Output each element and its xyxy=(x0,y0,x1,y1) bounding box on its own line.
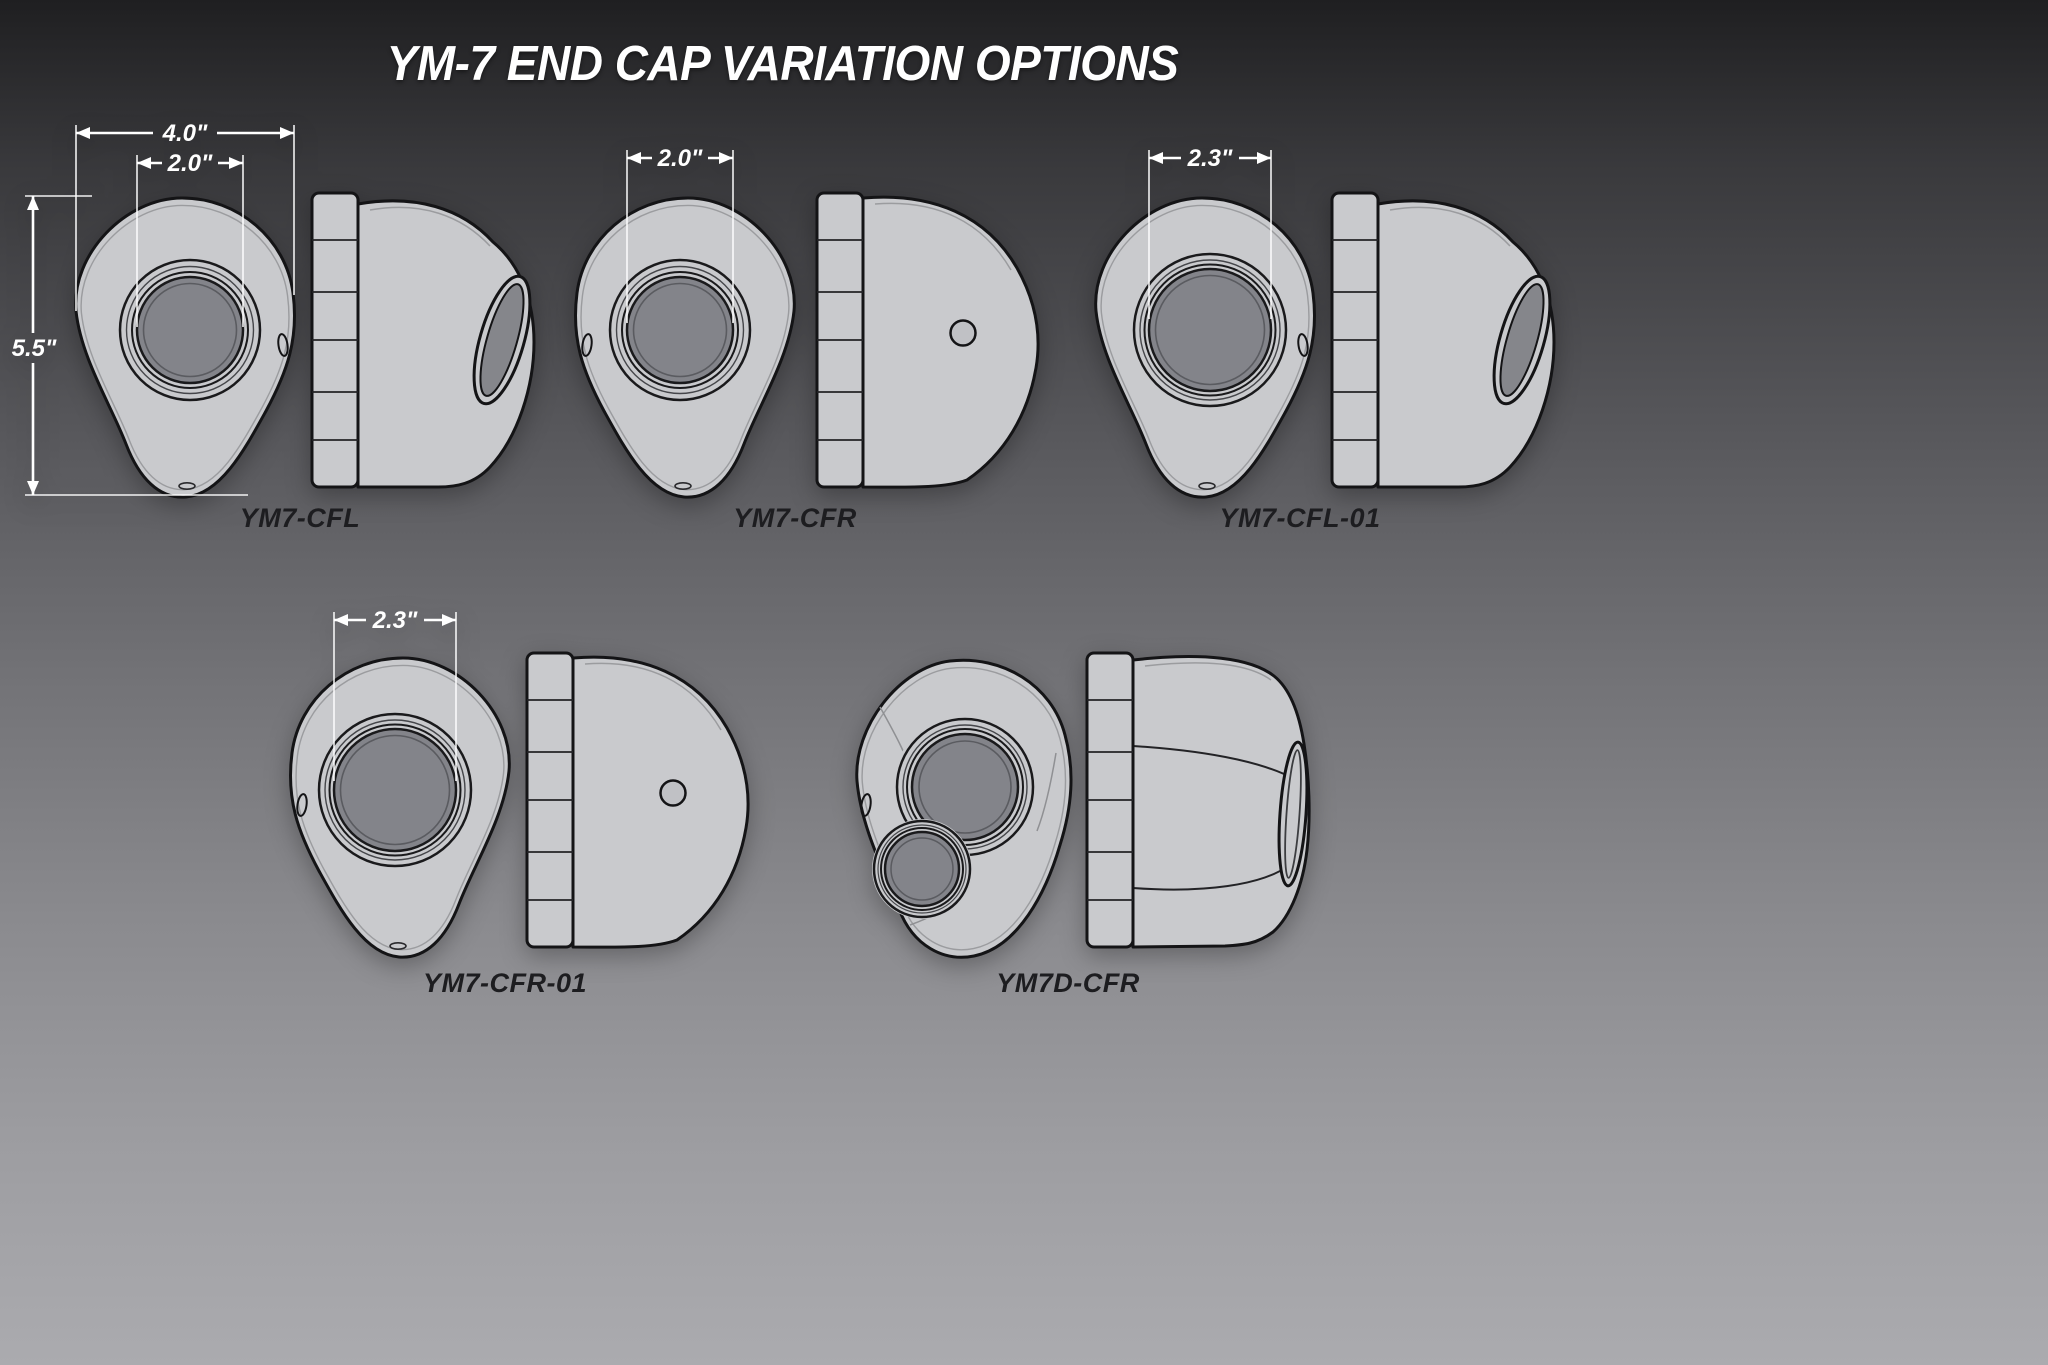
variant-label-ym7d-cfr: YM7D-CFR xyxy=(996,968,1140,998)
outlet-opening-secondary xyxy=(870,817,974,921)
dimension-label: 2.0" xyxy=(167,150,213,177)
side-view xyxy=(1087,653,1311,947)
outlet-opening xyxy=(118,258,262,402)
dimension-label: 2.0" xyxy=(657,145,703,172)
dimension-opening: 2.3" xyxy=(1148,145,1272,319)
variant-label-ym7-cfr-01: YM7-CFR-01 xyxy=(422,968,588,998)
variant-label-ym7-cfl: YM7-CFL xyxy=(239,503,361,533)
front-view xyxy=(855,658,1073,959)
dimension-opening: 2.3" xyxy=(333,607,457,781)
side-view xyxy=(1332,193,1561,487)
front-view xyxy=(290,658,509,957)
dimension-opening: 2.0" xyxy=(136,150,244,327)
dimension-opening: 2.0" xyxy=(626,145,734,323)
dimension-label: 2.3" xyxy=(1187,145,1233,172)
side-view xyxy=(817,193,1038,487)
variant-ym7-cfr-01-drawing: 2.3" xyxy=(270,607,790,1005)
variant-ym7-cfl-01-drawing: 2.3" xyxy=(1080,145,1580,545)
dimension-height: 5.5" xyxy=(12,195,248,496)
dimension-label: 5.5" xyxy=(12,335,57,362)
front-view xyxy=(575,198,794,497)
variant-ym7d-cfr-drawing xyxy=(855,565,1330,959)
page-title: YM-7 END CAP VARIATION OPTIONS xyxy=(386,35,1179,91)
outlet-opening xyxy=(317,712,473,868)
dimension-overall-width: 4.0" xyxy=(75,120,295,311)
dimension-label: 2.3" xyxy=(372,607,418,634)
front-view xyxy=(1096,198,1315,497)
side-view xyxy=(312,193,541,487)
variant-label-ym7-cfr: YM7-CFR xyxy=(733,503,857,533)
side-view xyxy=(527,653,748,947)
variant-ym7-cfl-drawing: 4.0" 2.0" 5.5" xyxy=(12,120,570,545)
front-view xyxy=(76,198,295,497)
variant-ym7-cfr-drawing: 2.0" xyxy=(570,145,1060,545)
variant-label-ym7-cfl-01: YM7-CFL-01 xyxy=(1219,503,1381,533)
outlet-opening xyxy=(608,258,752,402)
dimension-label: 4.0" xyxy=(162,120,208,147)
outlet-opening xyxy=(1132,252,1288,408)
